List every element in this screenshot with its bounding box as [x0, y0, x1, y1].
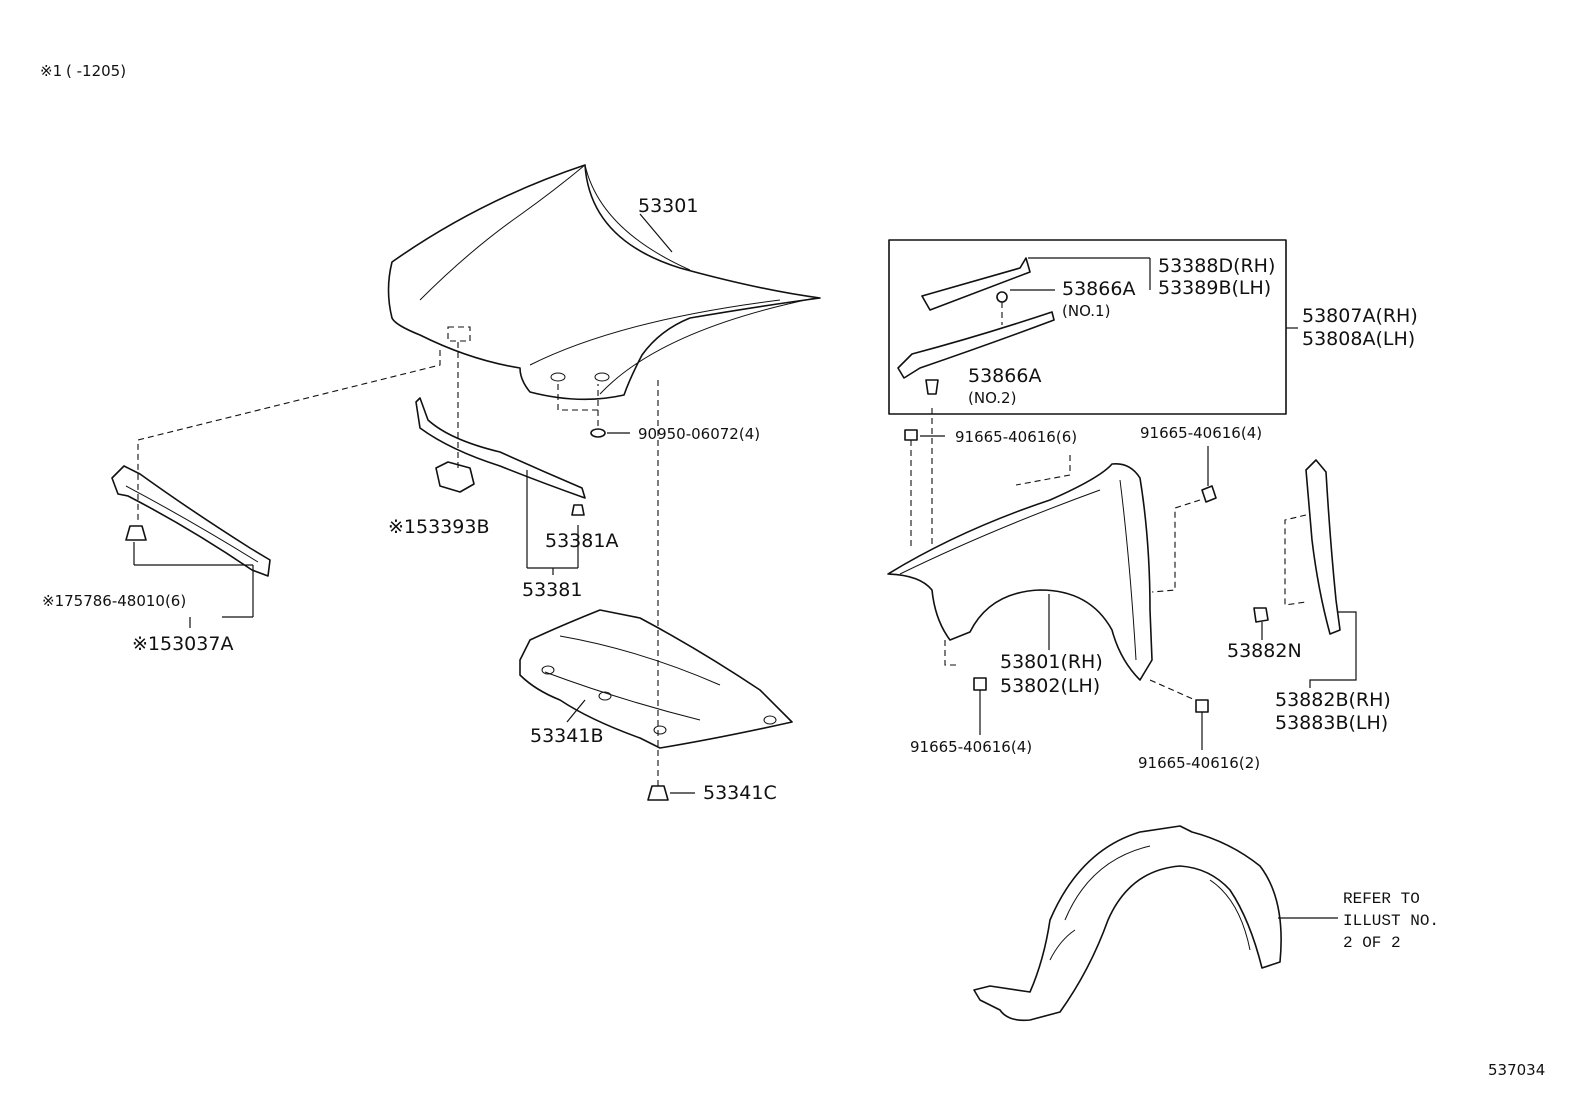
label-hood-hole-plug: 90950-06072(4) [638, 425, 760, 443]
refer-note-line-2: ILLUST NO. [1343, 912, 1439, 930]
refer-note-line-1: REFER TO [1343, 890, 1420, 908]
diagram-id: 537034 [1488, 1061, 1545, 1079]
fender-protector[interactable] [921, 257, 1031, 311]
label-hood-bracket: ※153393B [388, 516, 490, 538]
label-bolt-bottom-left: 91665-40616(4) [910, 738, 1032, 756]
label-clip-no2-note: (NO.2) [968, 389, 1016, 407]
label-seal-set-lh: 53808A(LH) [1302, 328, 1415, 350]
label-bolt-top-left: 91665-40616(6) [955, 428, 1077, 446]
fender-liner[interactable] [973, 825, 1282, 1022]
label-protector-rh: 53388D(RH) [1158, 255, 1275, 277]
hood-insulator-panel[interactable] [519, 609, 793, 749]
fender-seal-lower[interactable] [897, 311, 1055, 379]
label-fender-clip: 53882N [1227, 640, 1302, 662]
label-fender-lh: 53802(LH) [1000, 675, 1100, 697]
label-insulator-retainer: 53341C [703, 782, 777, 804]
label-clip-no2: 53866A [968, 365, 1041, 387]
label-hood-insulator: 53341B [530, 725, 603, 747]
label-bolt-bottom-right: 91665-40616(2) [1138, 754, 1260, 772]
label-fender-seal-lh: 53883B(LH) [1275, 712, 1388, 734]
bolt-bottom-right[interactable] [1195, 699, 1209, 713]
hood-panel[interactable] [387, 164, 821, 401]
seal-set-frame [888, 239, 1287, 415]
label-hood-seal-clip: 53381A [545, 530, 618, 552]
label-seal-assy: ※153037A [132, 633, 233, 655]
insulator-retainer[interactable] [647, 785, 669, 801]
label-hood-seal: 53381 [522, 579, 582, 601]
bolt-bottom-left[interactable] [973, 677, 987, 691]
refer-note-line-3: 2 OF 2 [1343, 934, 1401, 952]
hood-bracket[interactable] [435, 461, 475, 493]
label-fender-rh: 53801(RH) [1000, 651, 1103, 673]
bolt-top-left[interactable] [904, 429, 918, 441]
label-clip-no1: 53866A [1062, 278, 1135, 300]
fender-clip[interactable] [1253, 607, 1269, 623]
hood-seal-strip[interactable] [415, 397, 586, 499]
header-note-text: ( -1205) [66, 62, 126, 80]
label-clip-no1-note: (NO.1) [1062, 302, 1110, 320]
label-hood: 53301 [638, 195, 698, 217]
label-protector-lh: 53389B(LH) [1158, 277, 1271, 299]
clip-no1[interactable] [996, 291, 1008, 303]
header-note-mark: ※1 [40, 62, 62, 80]
label-fender-seal-rh: 53882B(RH) [1275, 689, 1391, 711]
bolt-top-right[interactable] [1201, 485, 1217, 503]
seal-push-clip[interactable] [125, 525, 147, 541]
seal-clip[interactable] [571, 504, 585, 516]
hole-plug[interactable] [590, 428, 606, 438]
clip-no2[interactable] [925, 379, 939, 395]
hood-to-cowl-seal[interactable] [111, 465, 271, 577]
label-seal-clip: ※175786-48010(6) [42, 592, 186, 610]
label-seal-set-rh: 53807A(RH) [1302, 305, 1418, 327]
front-fender[interactable] [887, 462, 1153, 681]
label-bolt-top-right: 91665-40616(4) [1140, 424, 1262, 442]
fender-side-seal[interactable] [1305, 459, 1341, 635]
